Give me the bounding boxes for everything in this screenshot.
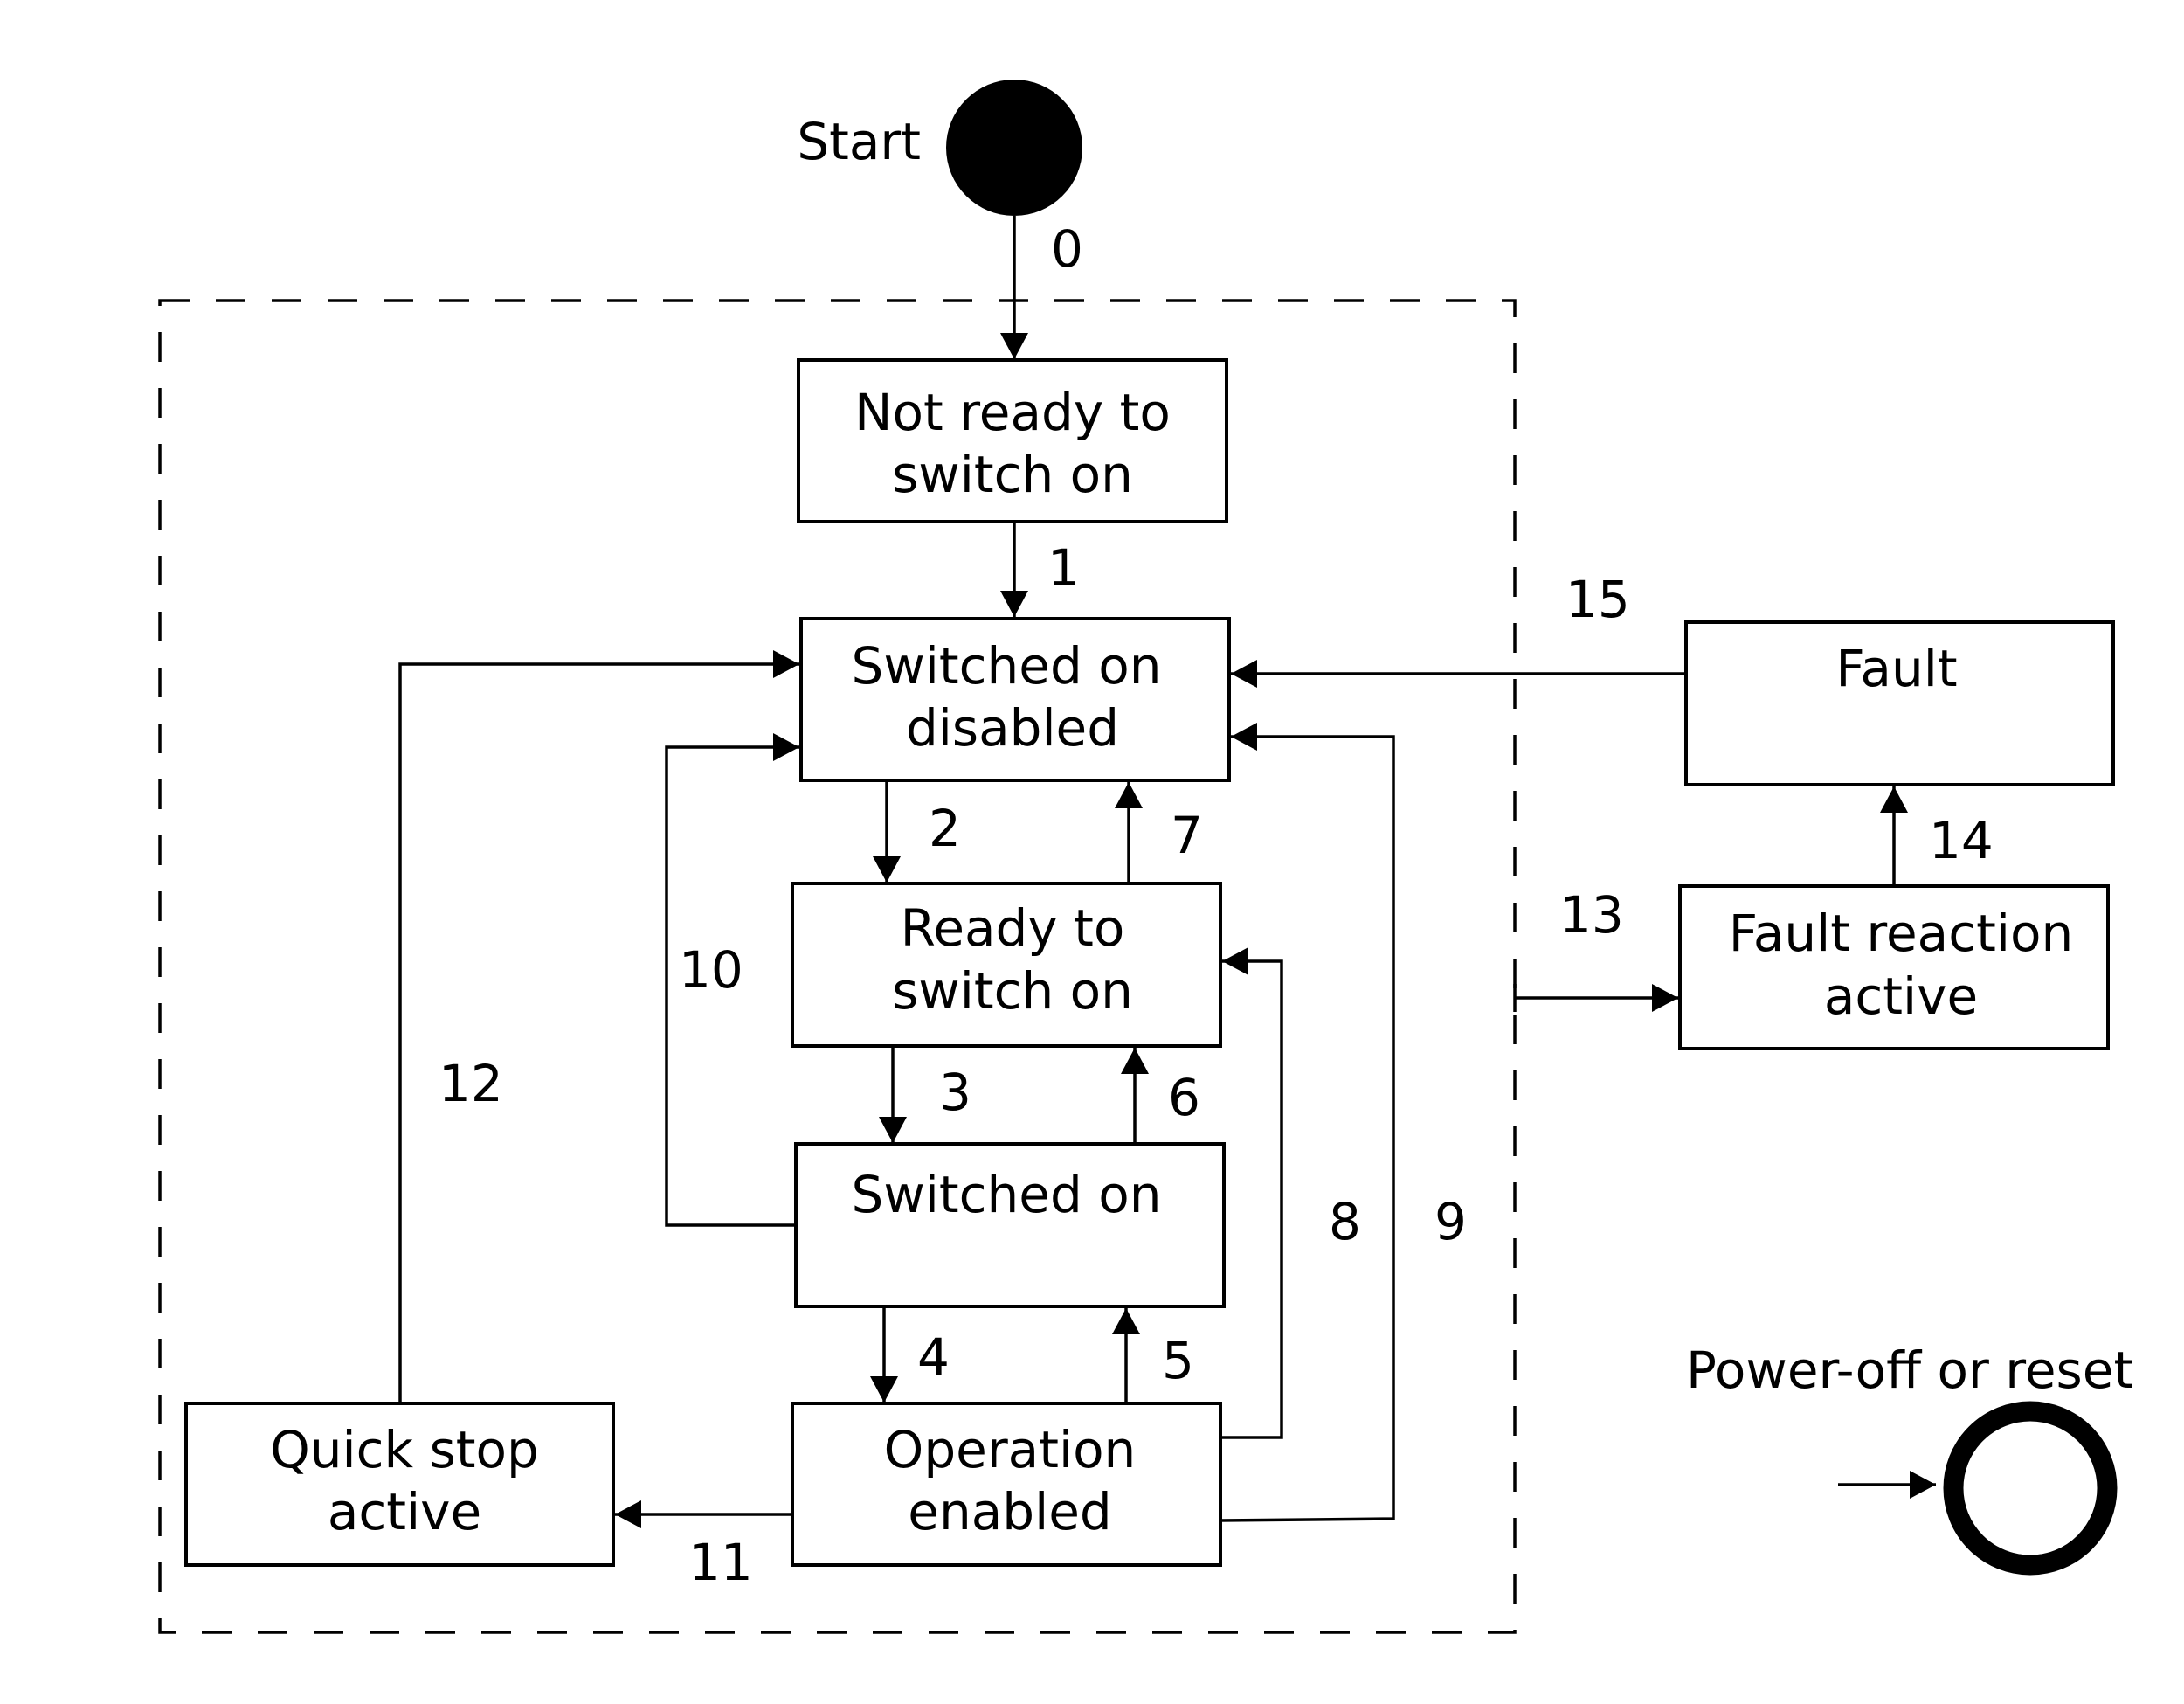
- state-label-line: Ready to: [901, 898, 1125, 958]
- state-switched-on[interactable]: Switched on: [794, 1142, 1226, 1308]
- start-node[interactable]: [946, 80, 1082, 216]
- state-label-line: Quick stop: [270, 1420, 539, 1479]
- state-quick-stop-active[interactable]: Quick stop active: [184, 1402, 615, 1567]
- transition-3-label: 3: [939, 1063, 971, 1122]
- transition-8-label: 8: [1329, 1192, 1361, 1251]
- state-label-line: Switched on: [852, 1165, 1162, 1224]
- state-fault-reaction-active[interactable]: Fault reaction active: [1678, 884, 2110, 1050]
- state-label-line: Fault: [1835, 639, 1957, 698]
- state-switched-on-disabled[interactable]: Switched on disabled: [799, 617, 1231, 782]
- state-label-line: Fault reaction: [1729, 904, 2073, 963]
- start-label: Start: [797, 112, 921, 171]
- state-not-ready-to-switch-on[interactable]: Not ready to switch on: [797, 358, 1228, 523]
- state-label-line: Switched on: [852, 636, 1162, 696]
- transition-14-label: 14: [1929, 811, 1994, 870]
- state-label-line: disabled: [906, 698, 1119, 758]
- transition-9-arrow[interactable]: [1220, 723, 1395, 1522]
- transition-12-arrow[interactable]: [398, 650, 799, 1403]
- state-ready-to-switch-on[interactable]: Ready to switch on: [791, 882, 1222, 1048]
- transition-8-arrow[interactable]: [1220, 947, 1283, 1439]
- transition-13-label: 13: [1559, 885, 1624, 945]
- transition-4-label: 4: [917, 1327, 950, 1387]
- transition-6-label: 6: [1168, 1068, 1200, 1127]
- state-operation-enabled[interactable]: Operation enabled: [791, 1402, 1222, 1567]
- end-label: Power-off or reset: [1686, 1340, 2133, 1400]
- transition-7-label: 7: [1171, 806, 1203, 865]
- transition-15-label: 15: [1565, 570, 1630, 629]
- transition-0-label: 0: [1051, 219, 1083, 279]
- state-label-line: Not ready to: [854, 383, 1171, 442]
- state-label-line: enabled: [908, 1482, 1111, 1541]
- operational-group-boundary: [158, 299, 1517, 1634]
- transition-10-label: 10: [679, 940, 743, 1000]
- state-label-line: switch on: [892, 445, 1133, 504]
- state-label-line: active: [328, 1482, 481, 1541]
- transition-11-label: 11: [688, 1533, 753, 1592]
- transition-10-arrow[interactable]: [665, 733, 799, 1227]
- state-fault[interactable]: Fault: [1684, 620, 2115, 786]
- transition-1-label: 1: [1047, 538, 1080, 598]
- state-label-line: active: [1824, 966, 1978, 1026]
- transition-2-label: 2: [929, 799, 961, 858]
- transition-5-label: 5: [1162, 1331, 1194, 1390]
- state-label-line: Operation: [884, 1420, 1137, 1479]
- end-node[interactable]: [1943, 1401, 2118, 1576]
- transition-12-label: 12: [439, 1054, 503, 1113]
- transition-9-label: 9: [1434, 1192, 1467, 1251]
- state-label-line: switch on: [892, 961, 1133, 1021]
